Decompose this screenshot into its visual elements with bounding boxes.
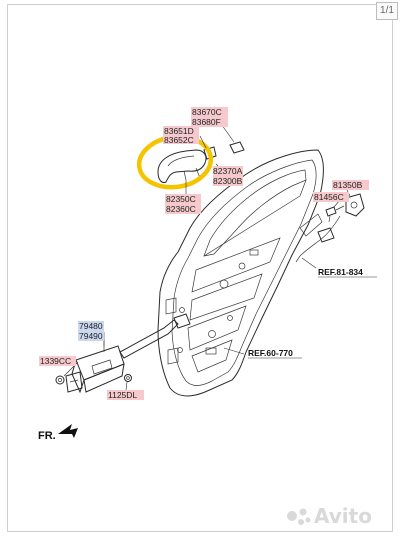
- avito-watermark: Avito: [287, 504, 372, 528]
- door-checker: [55, 313, 191, 394]
- direction-label: FR.: [38, 430, 56, 442]
- page-indicator: 1/1: [376, 2, 398, 20]
- label-79480: 79480: [79, 321, 103, 331]
- label-82300B: 82300B: [213, 176, 243, 186]
- diagram-page: [7, 4, 393, 532]
- ref-60-770: REF.60-770: [248, 348, 293, 358]
- label-82370A: 82370A: [213, 166, 243, 176]
- ref-81-834: REF.81-834: [318, 267, 363, 277]
- label-83651D: 83651D: [164, 126, 194, 136]
- label-79490: 79490: [79, 331, 103, 341]
- front-direction: FR.: [38, 424, 78, 442]
- screw: [325, 206, 337, 223]
- label-81456C: 81456C: [314, 192, 344, 202]
- part-labels: 83670C 83680F 83651D 83652C 82370A 82300…: [39, 107, 369, 400]
- label-1339CC: 1339CC: [40, 356, 71, 366]
- label-82350C: 82350C: [166, 194, 196, 204]
- door-latch: [295, 193, 365, 263]
- label-83652: 83652C: [164, 135, 194, 145]
- direction-arrow: [58, 424, 78, 438]
- watermark-text: Avito: [314, 504, 372, 528]
- door-panel: [157, 149, 324, 397]
- label-81350B: 81350B: [333, 180, 363, 190]
- label-82360C: 82360C: [166, 204, 196, 214]
- label-83680F: 83680F: [192, 117, 221, 127]
- references: REF.81-834 REF.60-770: [248, 267, 377, 359]
- leader-lines: [63, 113, 351, 391]
- label-83670C: 83670C: [192, 107, 222, 117]
- label-1125DL: 1125DL: [108, 390, 137, 400]
